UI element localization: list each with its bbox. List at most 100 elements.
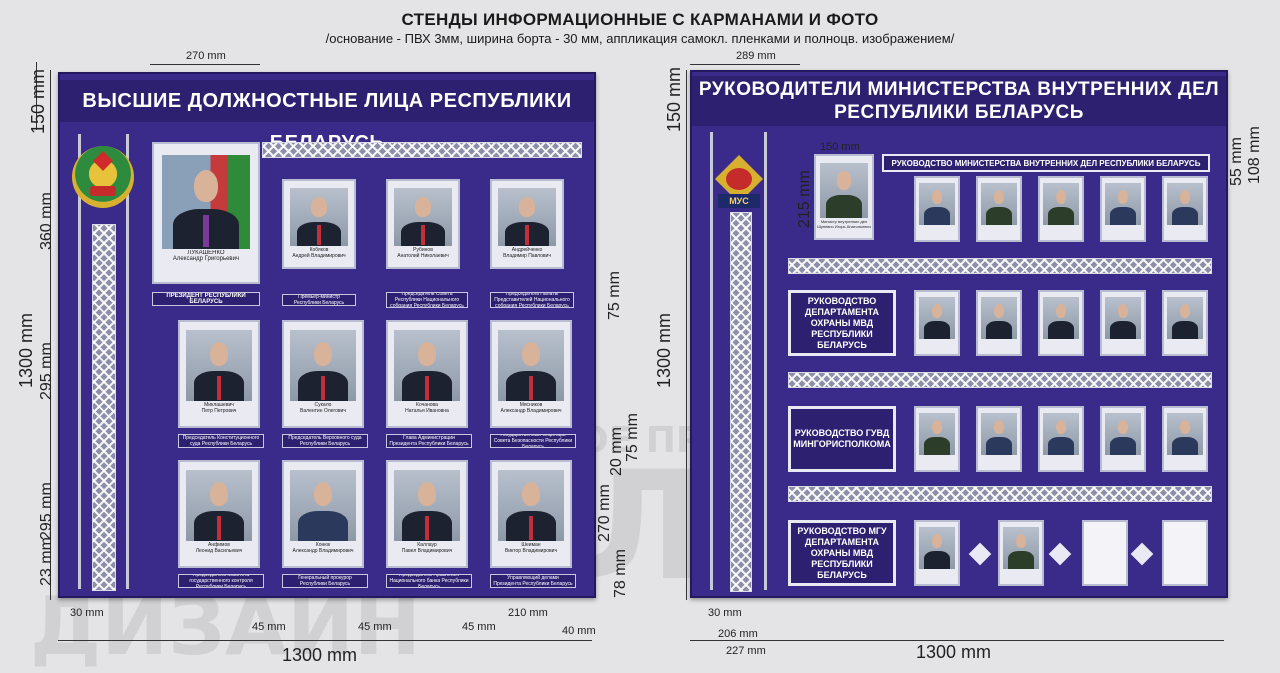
dim-left-23: 23 mm [38, 537, 55, 586]
mvd-row3-photo-3 [1038, 406, 1084, 472]
dim-line-left-150 [36, 62, 37, 130]
row1-photo-card-2: Рубинов Анатолий Николаевич [386, 179, 460, 269]
mvd-emblem-text: МУС [718, 194, 760, 208]
dim-left-210: 210 mm [508, 607, 548, 619]
president-photo [162, 155, 250, 249]
right-ornament-1 [788, 258, 1212, 274]
dim-left-45c: 45 mm [462, 621, 496, 633]
row3-photo-card-2: Конюк Александр Владимирович [282, 460, 364, 568]
dim-line-left-outer [50, 70, 51, 600]
mvd-row3-photo-1 [914, 406, 960, 472]
page-title: СТЕНДЫ ИНФОРМАЦИОННЫЕ С КАРМАНАМИ И ФОТО [401, 10, 879, 29]
mvd-row4-photo-2 [998, 520, 1044, 586]
row3-caption-4: Управляющий делами Президента Республики… [490, 574, 576, 588]
row1-caption-1: Премьер-министр Республики Беларусь [282, 294, 356, 306]
dim-right-215: 215 mm [796, 170, 813, 228]
president-name: ЛУКАШЕНКО Александр Григорьевич [172, 250, 240, 263]
mvd-row1-photo-5 [1162, 176, 1208, 242]
right-board-title-line2: РЕСПУБЛИКИ БЕЛАРУСЬ [692, 102, 1226, 126]
left-board: ВЫСШИЕ ДОЛЖНОСТНЫЕ ЛИЦА РЕСПУБЛИКИ БЕЛАР… [58, 72, 596, 598]
row3-photo-card-4: Шеиман Виктор Владимирович [490, 460, 572, 568]
row2-photo-card-2: Сукало Валентин Олегович [282, 320, 364, 428]
dim-left-45b: 45 mm [358, 621, 392, 633]
row2-photo-card-3: Кочанова Наталья Ивановна [386, 320, 468, 428]
left-stripe-2 [126, 134, 129, 589]
dim-right-206: 206 mm [718, 628, 758, 640]
row1-photo-card-1: Кобяков Андрей Владимирович [282, 179, 356, 269]
right-ornament-3 [788, 486, 1212, 502]
dim-line-270 [150, 64, 260, 65]
dim-left-360: 360 mm [38, 192, 55, 250]
dim-right-30: 30 mm [708, 607, 742, 619]
dim-left-295a: 295 mm [38, 342, 55, 400]
mvd-row1-photo-2 [976, 176, 1022, 242]
row2-caption-3: Глава Администрации Президента Республик… [386, 434, 472, 448]
row2-caption-1: Председатель Конституционного суда Респу… [178, 434, 264, 448]
dim-left-295b: 295 mm [38, 482, 55, 540]
mvd-row4-photo-1 [914, 520, 960, 586]
dim-line-right-outer [686, 70, 687, 600]
row3-caption-3: Председатель Правления Национального бан… [386, 574, 472, 588]
dim-left-40: 40 mm [562, 625, 596, 637]
mvd-row2-photo-2 [976, 290, 1022, 356]
mvd-row3-photo-2 [976, 406, 1022, 472]
dim-line-left-1300-h [58, 640, 592, 641]
section3-title: РУКОВОДСТВО ГУВД МИНГОРИСПОЛКОМА [788, 406, 896, 472]
row2-caption-2: Председатель Верховного суда Республики … [282, 434, 368, 448]
dim-right-227: 227 mm [726, 645, 766, 657]
dim-left-75b: 75 mm [624, 413, 641, 462]
dim-left-270v: 270 mm [596, 484, 613, 542]
page-subtitle: /основание - ПВХ 3мм, ширина борта - 30 … [325, 31, 955, 46]
empty-pocket-1 [1082, 520, 1128, 586]
right-stripe-1 [710, 132, 713, 590]
dim-left-1300-h: 1300 mm [282, 645, 358, 665]
mvd-row1-photo-3 [1038, 176, 1084, 242]
dim-left-20: 20 mm [608, 427, 625, 476]
dim-right-1300-v: 1300 mm [654, 312, 674, 388]
diamond-ornament-3 [1130, 542, 1154, 566]
mvd-row2-photo-5 [1162, 290, 1208, 356]
dim-line-289 [690, 64, 800, 65]
section2-title: РУКОВОДСТВО ДЕПАРТАМЕНТА ОХРАНЫ МВД РЕСП… [788, 290, 896, 356]
section1-title: РУКОВОДСТВО МИНИСТЕРСТВА ВНУТРЕННИХ ДЕЛ … [882, 154, 1210, 172]
row3-photo-card-3: Каллаур Павел Владимирович [386, 460, 468, 568]
mvd-row2-photo-4 [1100, 290, 1146, 356]
minister-name: Министр внутренних дел Шуневич Игорь Ана… [817, 219, 871, 230]
row1-photo-card-3: Андрейченко Владимир Павлович [490, 179, 564, 269]
president-caption: ПРЕЗИДЕНТ РЕСПУБЛИКИ БЕЛАРУСЬ [152, 292, 260, 306]
dim-left-75a: 75 mm [606, 271, 623, 320]
row1-caption-3: Председатель Палаты Представителей Нацио… [490, 292, 574, 308]
minister-photo-card: Министр внутренних дел Шуневич Игорь Ана… [814, 154, 874, 240]
row1-caption-2: Председатель Совета Республики Националь… [386, 292, 468, 308]
right-board-title-line1: РУКОВОДИТЕЛИ МИНИСТЕРСТВА ВНУТРЕННИХ ДЕЛ [692, 76, 1226, 102]
right-vertical-ornament [730, 212, 752, 592]
mvd-emblem-icon: МУС [714, 154, 764, 218]
president-photo-card: ЛУКАШЕНКО Александр Григорьевич [152, 142, 260, 284]
right-ornament-2 [788, 372, 1212, 388]
belarus-coat-of-arms-icon [72, 146, 134, 208]
mvd-row1-photo-1 [914, 176, 960, 242]
mvd-row2-photo-1 [914, 290, 960, 356]
mvd-row3-photo-5 [1162, 406, 1208, 472]
row3-photo-card-1: Анфимов Леонид Васильевич [178, 460, 260, 568]
dim-left-1300-v: 1300 mm [16, 312, 36, 388]
diamond-ornament-2 [1048, 542, 1072, 566]
mvd-row1-photo-4 [1100, 176, 1146, 242]
dim-left-150: 150 mm [28, 68, 48, 134]
dim-line-right-1300-h [690, 640, 1224, 641]
dim-right-289: 289 mm [736, 50, 776, 62]
dim-left-30: 30 mm [70, 607, 104, 619]
row3-caption-1: Председатель Комитета государственного к… [178, 574, 264, 588]
dim-left-270: 270 mm [186, 50, 226, 62]
left-board-title: ВЫСШИЕ ДОЛЖНОСТНЫЕ ЛИЦА РЕСПУБЛИКИ БЕЛАР… [60, 80, 594, 154]
left-stripe-1 [78, 134, 81, 589]
dim-right-108: 108 mm [1246, 126, 1263, 184]
mvd-row3-photo-4 [1100, 406, 1146, 472]
row2-photo-card-1: Миклашевич Петр Петрович [178, 320, 260, 428]
dim-left-78: 78 mm [612, 549, 629, 598]
dim-right-150h: 150 mm [820, 141, 860, 153]
dim-left-45a: 45 mm [252, 621, 286, 633]
section4-title: РУКОВОДСТВО МГУ ДЕПАРТАМЕНТА ОХРАНЫ МВД … [788, 520, 896, 586]
right-board: РУКОВОДИТЕЛИ МИНИСТЕРСТВА ВНУТРЕННИХ ДЕЛ… [690, 70, 1228, 598]
left-vertical-ornament [92, 224, 116, 591]
